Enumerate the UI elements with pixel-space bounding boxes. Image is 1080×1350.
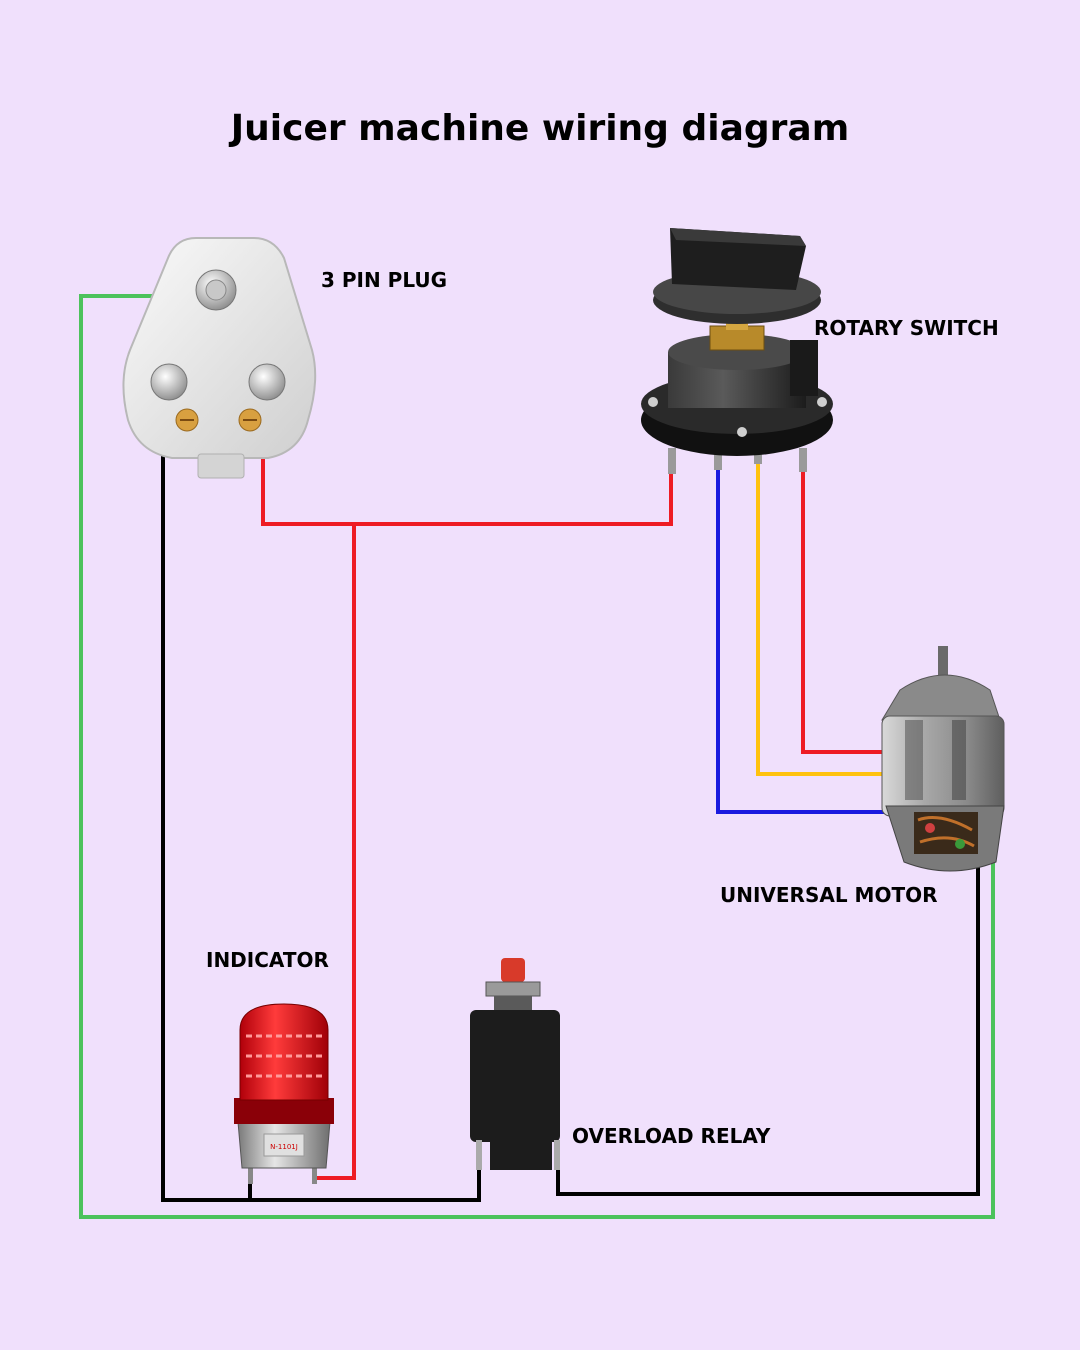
indicator-lamp-image: N-1101J bbox=[234, 1003, 334, 1184]
yellow-wire-switch-to-motor bbox=[756, 458, 903, 776]
rotary-switch-label: ROTARY SWITCH bbox=[814, 316, 999, 340]
blue-wire-switch-to-motor bbox=[716, 465, 905, 814]
live-wire-plug-to-switch bbox=[261, 392, 673, 526]
neutral-wire-plug-to-relay bbox=[161, 396, 481, 1202]
rotary-switch-image bbox=[641, 228, 833, 474]
indicator-device-text: N-1101J bbox=[270, 1143, 298, 1151]
wires bbox=[79, 294, 995, 1219]
live-wire-to-indicator bbox=[316, 524, 356, 1180]
earth-wire bbox=[79, 294, 995, 1219]
plug-label: 3 PIN PLUG bbox=[321, 268, 448, 292]
indicator-label: INDICATOR bbox=[206, 948, 329, 972]
diagram-title: Juicer machine wiring diagram bbox=[230, 108, 850, 149]
three-pin-plug-image bbox=[122, 237, 317, 479]
neutral-wire-relay-to-motor bbox=[556, 840, 980, 1196]
motor-label: UNIVERSAL MOTOR bbox=[720, 883, 938, 907]
overload-relay-image bbox=[470, 958, 560, 1170]
red-wire-switch-to-motor bbox=[801, 462, 887, 754]
overload-relay-label: OVERLOAD RELAY bbox=[572, 1124, 771, 1148]
universal-motor-image bbox=[881, 646, 1005, 872]
